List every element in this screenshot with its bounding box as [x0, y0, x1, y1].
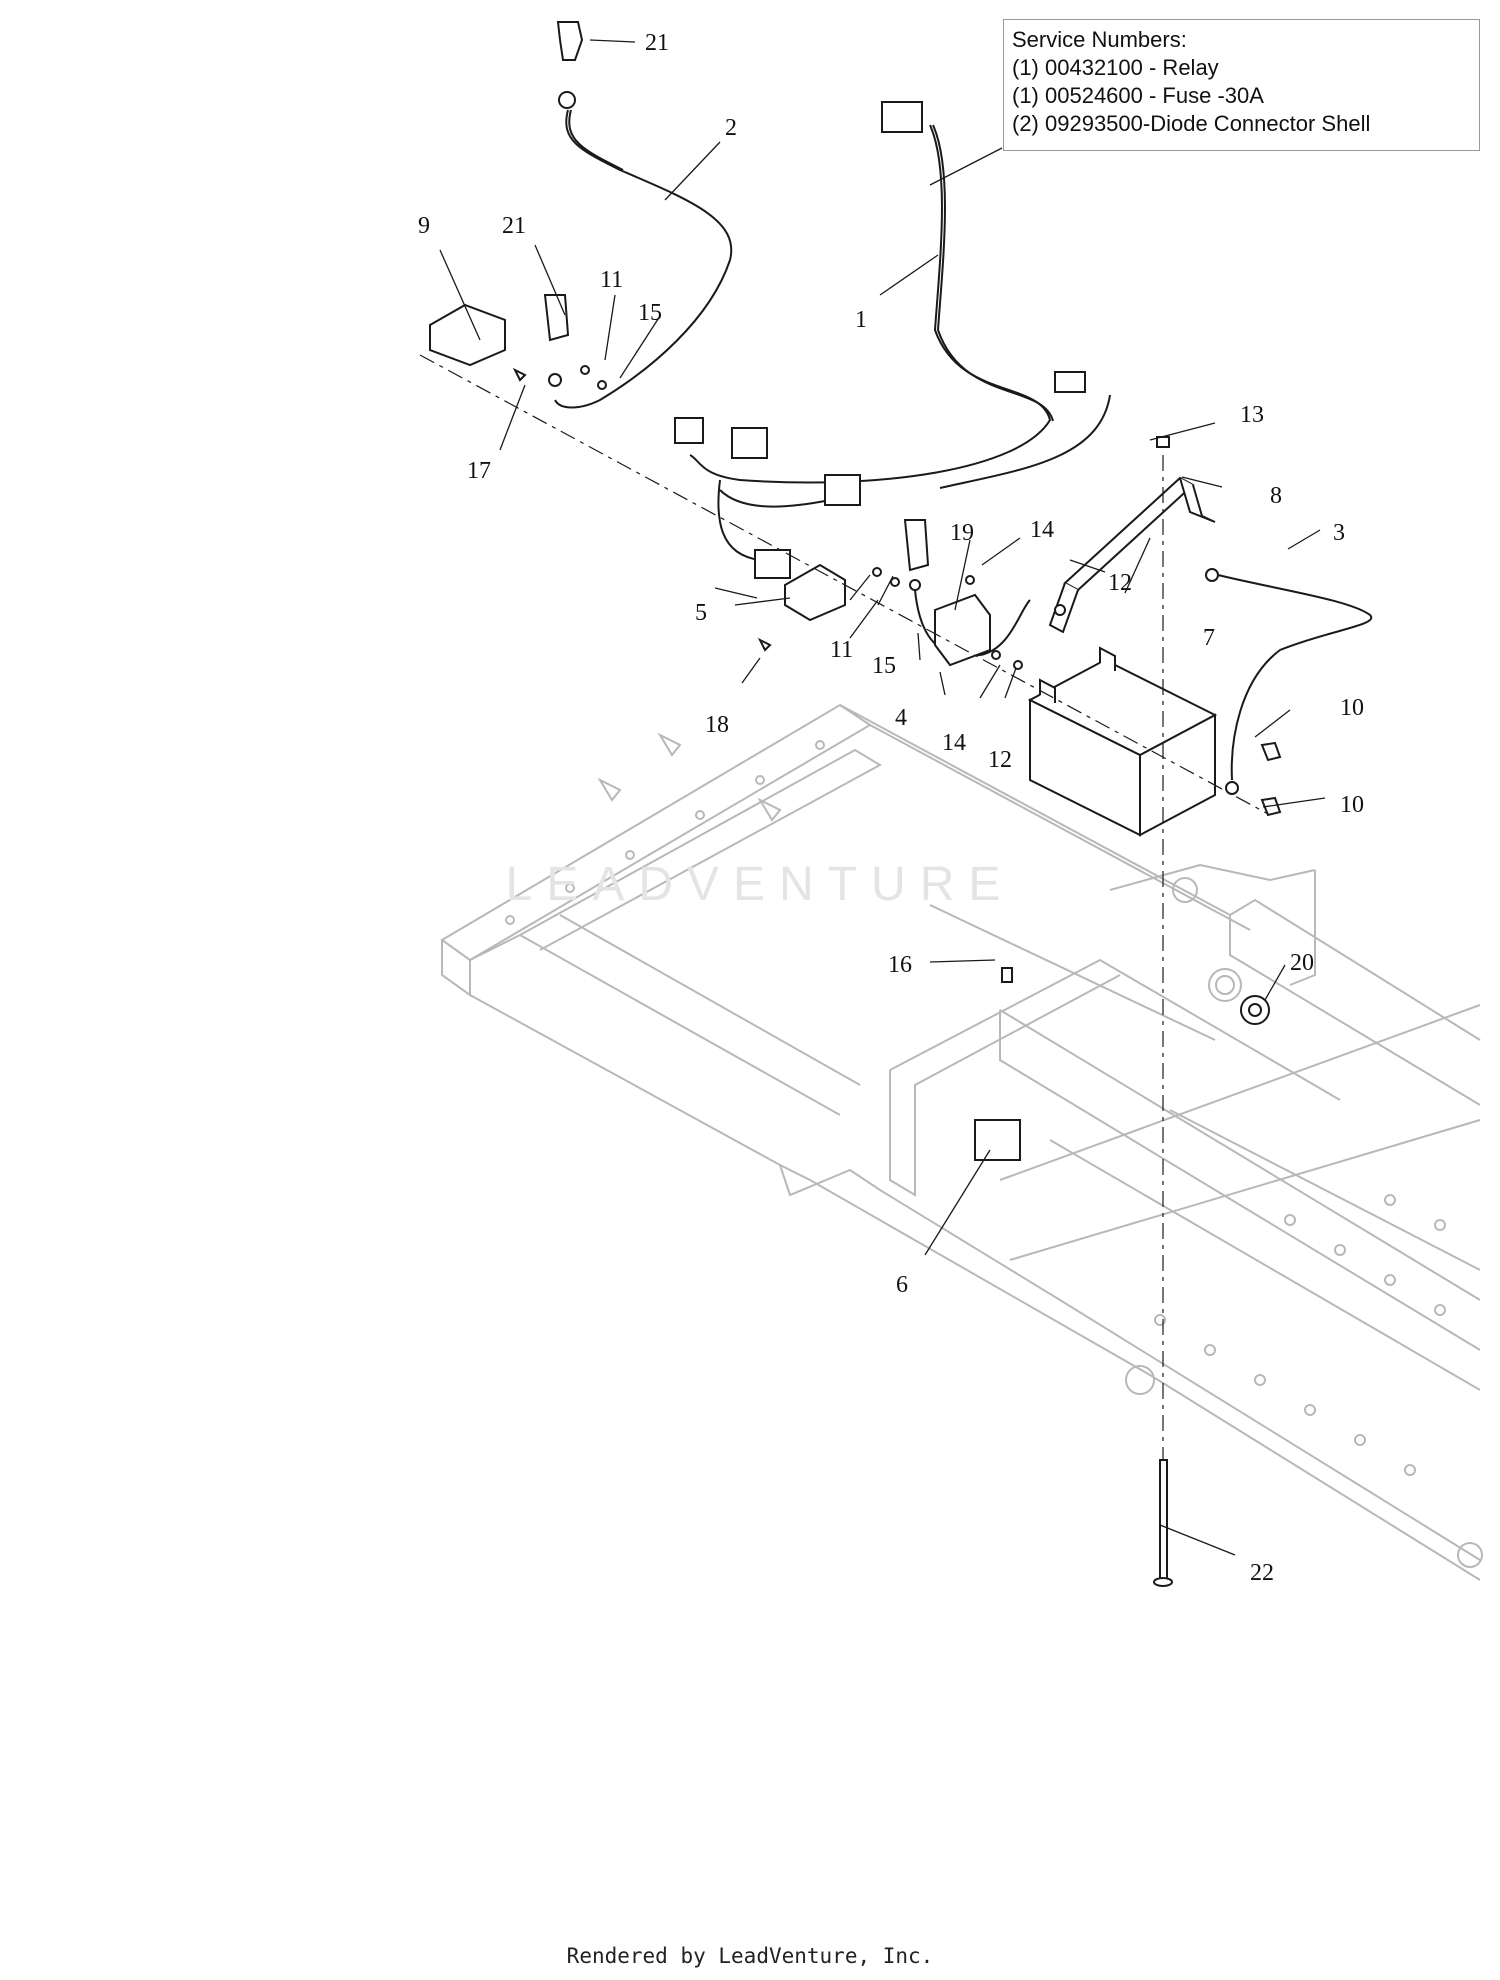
wiring-harness — [674, 101, 1111, 579]
callout-16: 16 — [888, 952, 912, 978]
callout-18: 18 — [705, 712, 729, 738]
callout-14: 14 — [1030, 517, 1054, 543]
callout-17: 17 — [467, 458, 491, 484]
small-parts — [429, 21, 1282, 1587]
service-box-title: Service Numbers: — [1012, 27, 1187, 52]
service-numbers-box: Service Numbers: (1) 00432100 - Relay (1… — [1003, 19, 1480, 151]
callout-21: 21 — [645, 30, 669, 56]
callout-8: 8 — [1270, 483, 1282, 509]
callout-5: 5 — [695, 600, 707, 626]
callout-13: 13 — [1240, 402, 1264, 428]
battery-cable-2 — [548, 91, 733, 409]
callout-21-b: 21 — [502, 213, 526, 239]
callout-12: 12 — [1108, 570, 1132, 596]
cable-4 — [909, 579, 1031, 657]
callout-1: 1 — [855, 307, 867, 333]
battery-cable-3 — [1205, 568, 1373, 795]
callout-3: 3 — [1333, 520, 1345, 546]
callout-6: 6 — [896, 1272, 908, 1298]
service-line-fuse: (1) 00524600 - Fuse -30A — [1012, 83, 1264, 108]
callout-2: 2 — [725, 115, 737, 141]
callout-7: 7 — [1203, 625, 1215, 651]
callout-20: 20 — [1290, 950, 1314, 976]
callout-22: 22 — [1250, 1560, 1274, 1586]
callout-15-b: 15 — [872, 653, 896, 679]
callout-4: 4 — [895, 705, 907, 731]
callout-9: 9 — [418, 213, 430, 239]
battery-hold-down-bracket — [1048, 476, 1216, 634]
service-line-relay: (1) 00432100 - Relay — [1012, 55, 1219, 80]
footer-credit: Rendered by LeadVenture, Inc. — [566, 1944, 934, 1968]
callout-14-b: 14 — [942, 730, 966, 756]
callout-19: 19 — [950, 520, 974, 546]
chassis-frame — [440, 703, 1483, 1581]
callout-labels: 21 2 1 9 21 11 15 17 13 8 3 14 19 12 7 1… — [418, 30, 1364, 1586]
battery — [1027, 646, 1218, 837]
callout-10-b: 10 — [1340, 792, 1364, 818]
callout-11: 11 — [600, 267, 623, 293]
callout-15: 15 — [638, 300, 662, 326]
callout-10: 10 — [1340, 695, 1364, 721]
callout-11-b: 11 — [830, 637, 853, 663]
leader-lines — [439, 39, 1326, 1556]
callout-12-b: 12 — [988, 747, 1012, 773]
center-lines — [419, 354, 1271, 1460]
service-line-diode: (2) 09293500-Diode Connector Shell — [1012, 111, 1371, 136]
